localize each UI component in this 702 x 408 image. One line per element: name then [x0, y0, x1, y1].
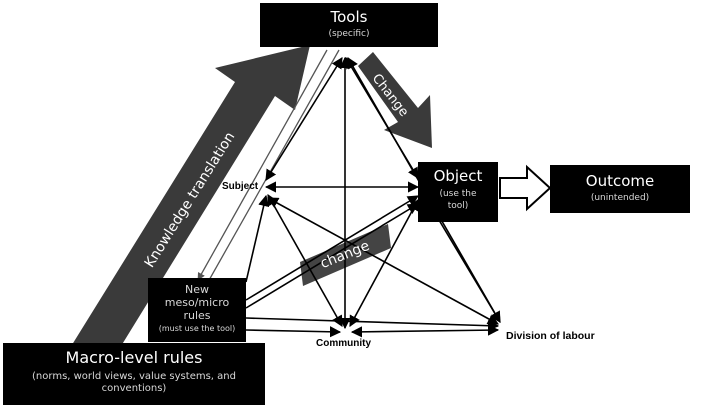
knowledge-translation-arrow [70, 45, 310, 364]
object-community-edge [349, 199, 419, 327]
new-rules-line2: meso/micro [164, 296, 230, 309]
outcome-subtitle: (unintended) [590, 193, 650, 203]
tools-subject-edge [265, 57, 343, 181]
community-division-edge [350, 324, 500, 338]
new-rules-box: New meso/micro rules (must use the tool) [148, 278, 246, 342]
tools-subtitle: (specific) [328, 29, 370, 39]
macro-rules-subtitle-line1: (norms, world views, value systems, and [32, 371, 236, 382]
macro-rules-title: Macro-level rules [65, 348, 203, 367]
new-rules-line1: New [185, 283, 209, 296]
rules-object-edge-1 [245, 195, 419, 301]
outcome-box: Outcome (unintended) [550, 165, 690, 213]
rules-subject-edge [245, 194, 270, 283]
new-rules-line3: rules [183, 309, 211, 322]
tools-box: Tools (specific) [260, 3, 438, 47]
object-to-outcome-arrow [499, 164, 552, 212]
macro-rules-box: Macro-level rules (norms, world views, v… [3, 343, 265, 405]
object-subtitle-line1: (use the [439, 189, 477, 199]
object-box: Object (use the tool) [418, 162, 498, 222]
macro-rules-subtitle-line2: conventions) [101, 383, 167, 394]
new-rules-note: (must use the tool) [158, 324, 236, 333]
community-label: Community [316, 338, 371, 349]
rules-object-edge-2 [245, 203, 419, 309]
tools-title: Tools [330, 8, 368, 26]
rules-community-edge [245, 326, 342, 338]
subject-label: Subject [222, 181, 259, 192]
rules-division-edge [245, 317, 500, 332]
outcome-title: Outcome [585, 172, 655, 190]
object-subtitle-line2: tool) [447, 201, 469, 211]
division-of-labour-label: Division of labour [506, 330, 595, 342]
object-title: Object [433, 167, 483, 185]
